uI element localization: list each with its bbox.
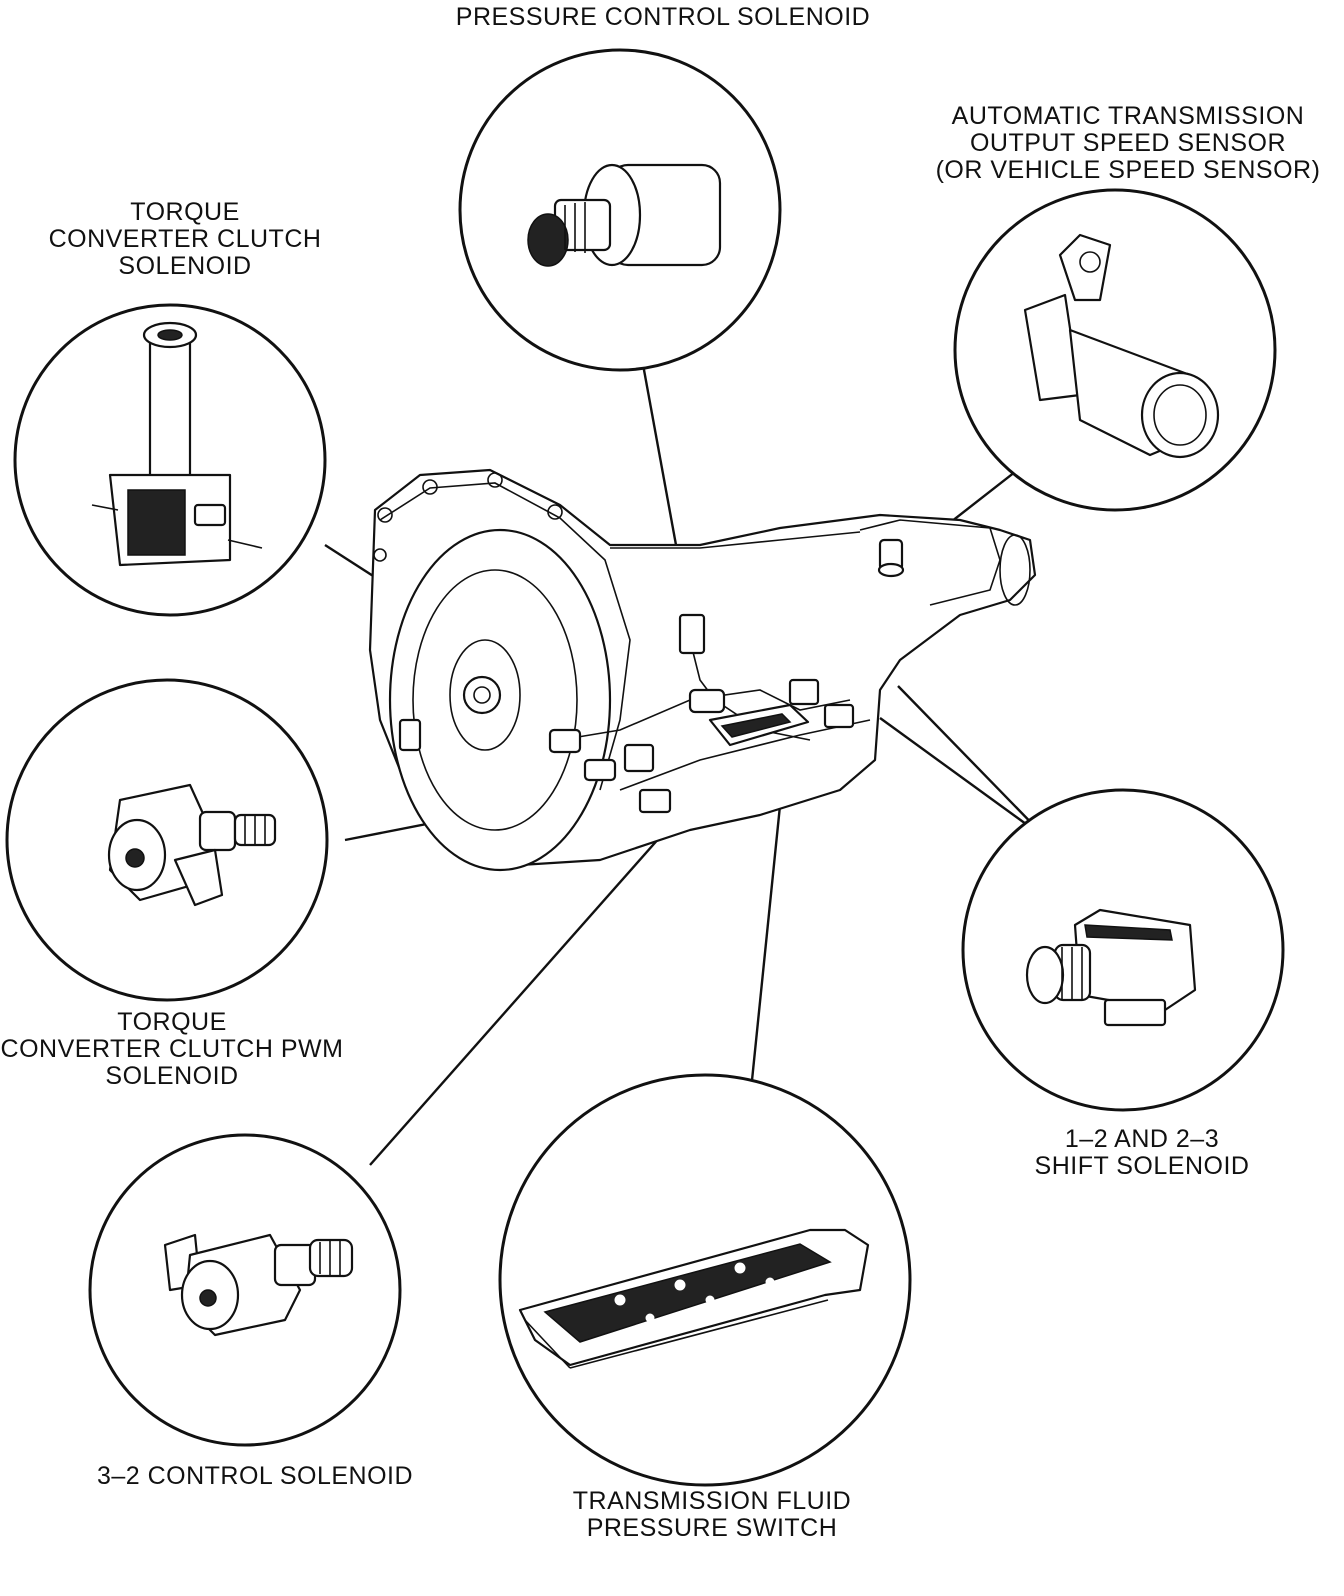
label-output-speed-sensor: AUTOMATIC TRANSMISSION OUTPUT SPEED SENS… <box>936 102 1321 184</box>
label-fluid-pressure-switch: TRANSMISSION FLUID PRESSURE SWITCH <box>573 1487 851 1542</box>
control-solenoid-32-callout <box>88 1133 402 1447</box>
label-tcc-solenoid: TORQUE CONVERTER CLUTCH SOLENOID <box>49 198 322 280</box>
tcc-pwm-solenoid-callout <box>5 678 329 1002</box>
label-shift-solenoid-line1: 1–2 AND 2–3 <box>1065 1125 1219 1153</box>
shift-solenoid-callout <box>961 788 1285 1112</box>
label-output-speed-sensor-line1: AUTOMATIC TRANSMISSION <box>952 102 1305 130</box>
leader-32-control <box>369 827 669 1166</box>
label-pressure-control-solenoid: PRESSURE CONTROL SOLENOID <box>456 3 870 31</box>
label-tcc-pwm-solenoid-line3: SOLENOID <box>105 1062 238 1090</box>
label-32-control-solenoid: 3–2 CONTROL SOLENOID <box>97 1462 413 1490</box>
pressure-control-solenoid-icon <box>527 163 722 267</box>
label-fluid-pressure-switch-line1: TRANSMISSION FLUID <box>573 1487 851 1515</box>
fluid-pressure-switch-icon <box>518 1228 870 1369</box>
tcc-solenoid-icon <box>91 321 263 567</box>
label-fluid-pressure-switch-line2: PRESSURE SWITCH <box>587 1514 838 1542</box>
label-tcc-pwm-solenoid-line2: CONVERTER CLUTCH PWM <box>1 1035 344 1063</box>
fluid-pressure-switch-callout <box>498 1073 912 1487</box>
control-solenoid-32-icon <box>163 1233 354 1337</box>
shift-solenoid-icon <box>1025 908 1197 1027</box>
label-shift-solenoid: 1–2 AND 2–3 SHIFT SOLENOID <box>1035 1125 1250 1180</box>
transmission-assembly <box>368 468 1037 872</box>
pressure-control-solenoid-callout <box>458 48 782 372</box>
label-tcc-pwm-solenoid-line1: TORQUE <box>117 1008 227 1036</box>
label-output-speed-sensor-line3: (OR VEHICLE SPEED SENSOR) <box>936 156 1321 184</box>
leader-shift-a <box>897 685 1049 841</box>
output-speed-sensor-icon <box>1023 233 1220 459</box>
label-shift-solenoid-line2: SHIFT SOLENOID <box>1035 1152 1250 1180</box>
output-speed-sensor-callout <box>953 188 1277 512</box>
tcc-pwm-solenoid-icon <box>107 783 277 907</box>
label-output-speed-sensor-line2: OUTPUT SPEED SENSOR <box>970 129 1286 157</box>
label-tcc-solenoid-line1: TORQUE <box>130 198 240 226</box>
label-tcc-solenoid-line3: SOLENOID <box>118 252 251 280</box>
leader-shift-b <box>879 717 1049 841</box>
leader-pressure-switch <box>748 785 784 1101</box>
label-tcc-solenoid-line2: CONVERTER CLUTCH <box>49 225 322 253</box>
tcc-solenoid-callout <box>13 303 327 617</box>
label-tcc-pwm-solenoid: TORQUE CONVERTER CLUTCH PWM SOLENOID <box>1 1008 344 1090</box>
